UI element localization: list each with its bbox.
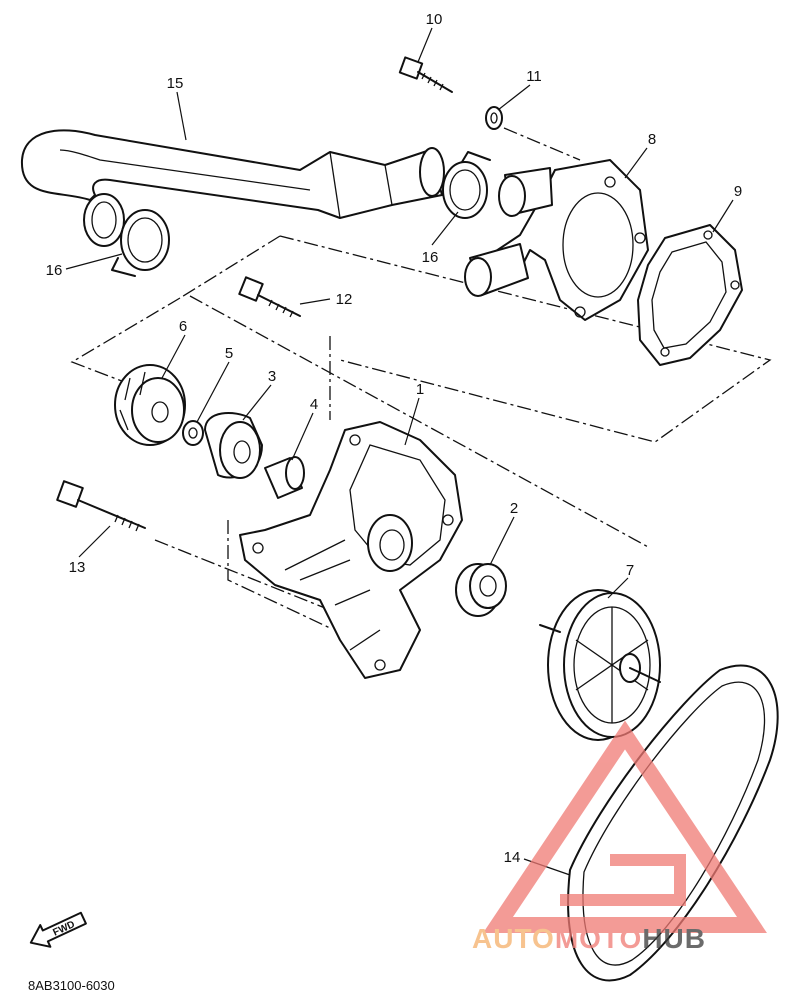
callout-labels: 10 11 8 9 15 16 16 12 6 5 3 4 1 2 7 13 1…: [46, 11, 743, 866]
belt-14: [567, 664, 779, 982]
collar-4: [264, 456, 305, 499]
bolt-10: [398, 56, 453, 93]
fwd-label: FWD: [51, 919, 76, 939]
watermark-text-auto: AUTO: [472, 923, 555, 954]
impeller-6: [114, 364, 186, 446]
pump-housing-1: [239, 421, 463, 679]
watermark-text-moto: MOTO: [555, 923, 642, 954]
washer-5: [182, 420, 204, 446]
callout-16-right: 16: [422, 249, 439, 266]
callout-14: 14: [504, 849, 521, 866]
hose-part: [20, 129, 445, 247]
autmotohub-watermark: AUTOMOTOHUB: [472, 720, 767, 954]
callout-3: 3: [268, 368, 276, 385]
seal-3: [204, 412, 263, 479]
callout-5: 5: [225, 345, 233, 362]
drawing-code: 8AB3100-6030: [28, 978, 115, 993]
watermark-logo-icon: [483, 720, 767, 933]
callout-1: 1: [416, 381, 424, 398]
gasket-9: [637, 224, 743, 366]
watermark-text-hub: HUB: [642, 923, 706, 954]
callout-11: 11: [526, 68, 542, 85]
bearing-2: [455, 563, 507, 617]
pulley-7: [539, 589, 661, 741]
forward-direction-arrow: FWD: [29, 911, 87, 948]
callout-8: 8: [648, 131, 656, 148]
callout-12: 12: [336, 291, 353, 308]
callout-leaders: [65, 27, 734, 876]
watermark-text: AUTOMOTOHUB: [472, 923, 706, 954]
pump-cover-8: [464, 159, 649, 321]
callout-7: 7: [626, 562, 634, 579]
callout-15: 15: [167, 75, 184, 92]
callout-9: 9: [734, 183, 742, 200]
bolt-12: [238, 276, 301, 318]
assembly-frame-lines: [70, 127, 772, 629]
callout-6: 6: [179, 318, 187, 335]
hose-clamp-left: [111, 209, 170, 277]
bolt-13: [56, 480, 146, 532]
callout-16-left: 16: [46, 262, 63, 279]
callout-4: 4: [310, 396, 318, 413]
callout-13: 13: [69, 559, 86, 576]
callout-2: 2: [510, 500, 518, 517]
callout-10: 10: [426, 11, 443, 28]
washer-11: [485, 106, 503, 130]
hose-clamp-right: [442, 151, 491, 219]
